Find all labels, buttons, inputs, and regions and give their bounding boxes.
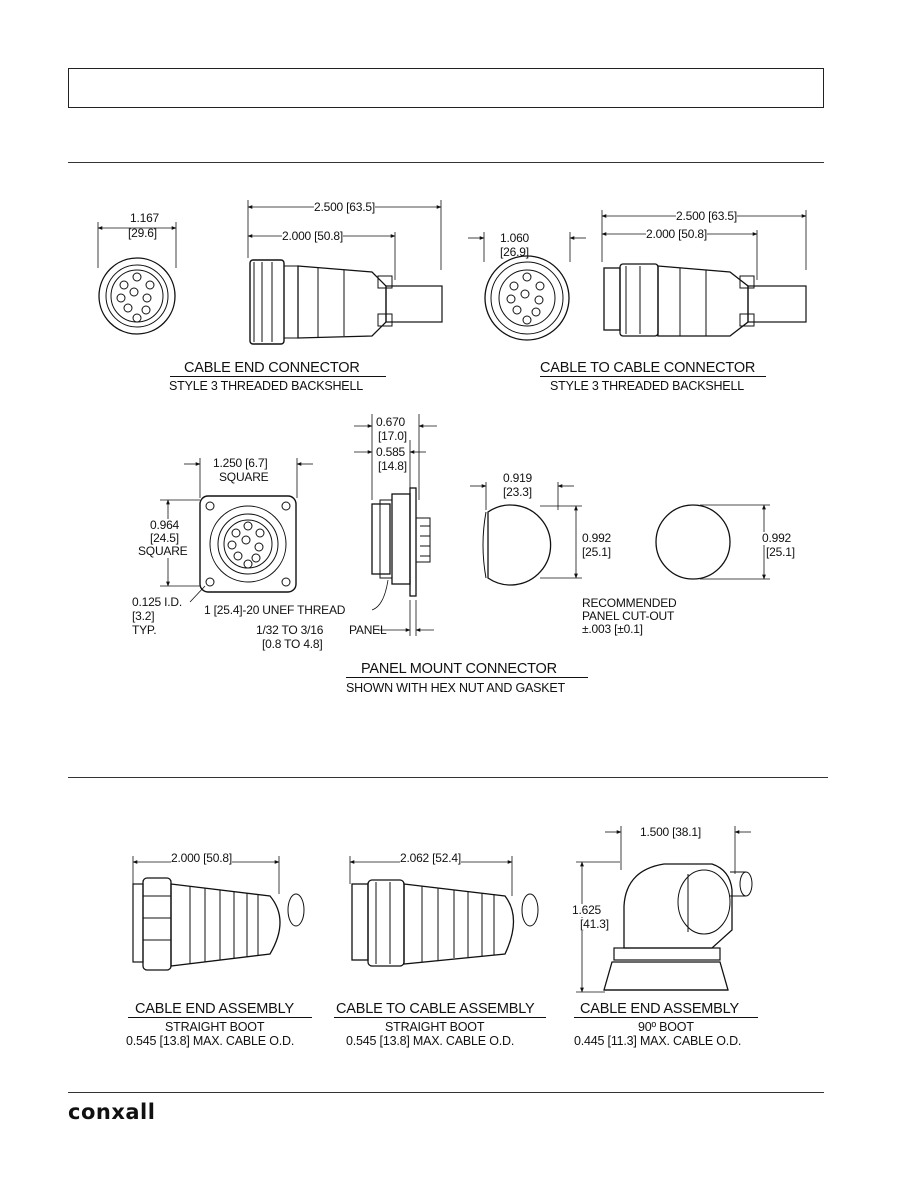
title-underline (334, 1017, 546, 1018)
cable-end-connector-front-view (97, 222, 177, 335)
dim-panel-square-height: 0.964 (150, 518, 180, 532)
header-box (68, 68, 824, 108)
panel-range: 1/32 TO 3/16 (256, 623, 324, 637)
cable-end-connector-side-view (247, 200, 443, 345)
cutout-note-line3: ±.003 [±0.1] (582, 622, 643, 636)
cable-end-connector-subtitle: STYLE 3 THREADED BACKSHELL (169, 379, 363, 393)
panel-mount-connector-title: PANEL MOUNT CONNECTOR (361, 661, 557, 677)
dim-cable-to-cable-diameter-mm: [26.9] (500, 245, 529, 259)
dim-cutout-height-a-mm: [25.1] (582, 545, 611, 559)
dim-assembly3-width: 1.500 [38.1] (640, 825, 701, 839)
dim-panel-depth2: 0.585 (376, 445, 406, 459)
dim-cutout-height-b-mm: [25.1] (766, 545, 795, 559)
panel-mount-front-view (160, 458, 313, 603)
cable-end-assembly-90-drawing (576, 826, 753, 993)
title-underline (574, 1017, 758, 1018)
section-divider-middle (68, 777, 828, 778)
dim-cable-end-diameter: 1.167 (130, 211, 160, 225)
panel-hole-typ: TYP. (132, 623, 157, 637)
assembly2-line1: STRAIGHT BOOT (385, 1020, 485, 1034)
dim-panel-depth2-mm: [14.8] (378, 459, 407, 473)
dim-assembly1-length: 2.000 [50.8] (171, 851, 232, 865)
panel-square-label: SQUARE (219, 470, 269, 484)
dim-panel-square-width: 1.250 [6.7] (213, 456, 268, 470)
title-underline (128, 1017, 312, 1018)
dim-cutout-width-mm: [23.3] (503, 485, 532, 499)
panel-hole-id: 0.125 I.D. (132, 595, 183, 609)
cutout-note-line1: RECOMMENDED (582, 596, 677, 610)
cable-end-assembly-straight-drawing (132, 856, 305, 971)
assembly3-line2: 0.445 [11.3] MAX. CABLE O.D. (574, 1034, 742, 1048)
assembly3-title: CABLE END ASSEMBLY (580, 1001, 739, 1017)
dim-panel-depth1: 0.670 (376, 415, 406, 429)
title-underline (346, 677, 588, 678)
conxall-logo: conxall (68, 1100, 156, 1124)
panel-label: PANEL (349, 623, 387, 637)
assembly3-line1: 90º BOOT (638, 1020, 694, 1034)
panel-mount-side-view (354, 414, 437, 636)
dim-cable-end-body: 2.000 [50.8] (282, 229, 343, 243)
dim-cutout-height-b: 0.992 (762, 531, 792, 545)
panel-cutout-view (470, 482, 770, 586)
title-underline (170, 376, 386, 377)
title-underline (540, 376, 766, 377)
assembly1-line2: 0.545 [13.8] MAX. CABLE O.D. (126, 1034, 295, 1048)
dim-cable-to-cable-diameter: 1.060 (500, 231, 530, 245)
section-divider-bottom (68, 1092, 824, 1093)
section-divider-top (68, 162, 824, 163)
dim-cable-to-cable-body: 2.000 [50.8] (646, 227, 707, 241)
dim-cutout-height-a: 0.992 (582, 531, 612, 545)
cutout-note-line2: PANEL CUT-OUT (582, 609, 675, 623)
cable-to-cable-connector-front-view (468, 232, 586, 341)
dim-cable-to-cable-overall: 2.500 [63.5] (676, 209, 737, 223)
panel-mount-connector-subtitle: SHOWN WITH HEX NUT AND GASKET (346, 681, 565, 695)
cable-to-cable-assembly-drawing (349, 856, 539, 967)
assembly1-line1: STRAIGHT BOOT (165, 1020, 265, 1034)
cable-end-connector-title: CABLE END CONNECTOR (184, 360, 360, 376)
dim-cable-end-diameter-mm: [29.6] (128, 226, 157, 240)
cable-to-cable-connector-title: CABLE TO CABLE CONNECTOR (540, 360, 756, 376)
panel-hole-id-mm: [3.2] (132, 609, 155, 623)
dim-panel-square-height-mm: [24.5] (150, 531, 179, 545)
panel-square-label-2: SQUARE (138, 544, 188, 558)
dim-assembly3-height: 1.625 (572, 903, 602, 917)
dim-assembly3-height-mm: [41.3] (580, 917, 609, 931)
dim-panel-depth1-mm: [17.0] (378, 429, 407, 443)
dim-assembly2-length: 2.062 [52.4] (400, 851, 461, 865)
panel-thread: 1 [25.4]-20 UNEF THREAD (204, 603, 346, 617)
dim-cable-end-overall: 2.500 [63.5] (314, 200, 375, 214)
dim-cutout-width: 0.919 (503, 471, 533, 485)
assembly2-line2: 0.545 [13.8] MAX. CABLE O.D. (346, 1034, 515, 1048)
assembly1-title: CABLE END ASSEMBLY (135, 1001, 294, 1017)
assembly2-title: CABLE TO CABLE ASSEMBLY (336, 1001, 535, 1017)
cable-to-cable-connector-subtitle: STYLE 3 THREADED BACKSHELL (550, 379, 744, 393)
panel-range-mm: [0.8 TO 4.8] (262, 637, 323, 651)
